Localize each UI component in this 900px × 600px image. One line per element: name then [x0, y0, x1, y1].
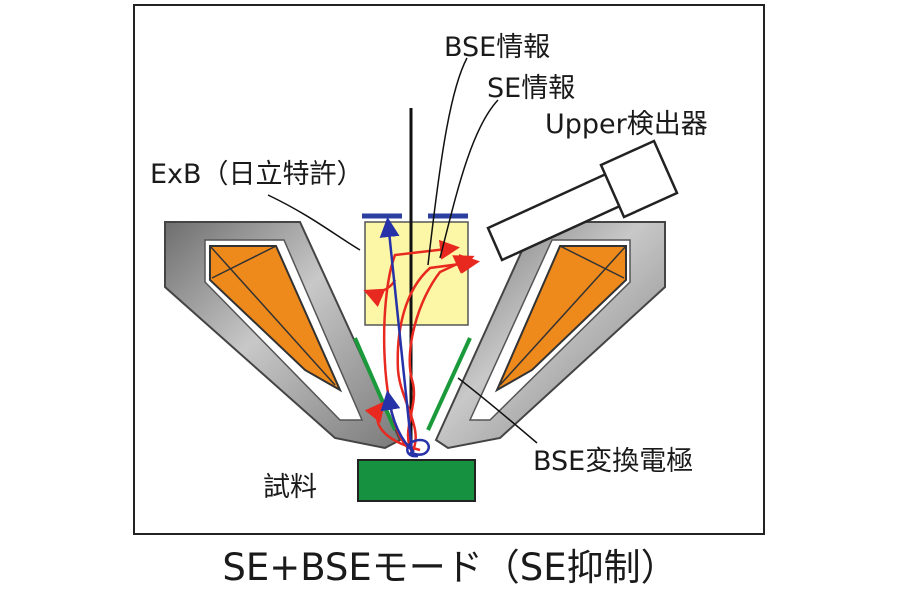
electrode-leader	[457, 377, 538, 444]
bse-electrode-left	[353, 337, 397, 431]
label-bse-info: BSE情報	[444, 32, 550, 63]
upper-detector	[486, 139, 679, 262]
label-exb: ExB（日立特許）	[150, 159, 364, 190]
exb-leader	[267, 194, 361, 251]
label-bse-conversion-electrode: BSE変換電極	[533, 446, 693, 477]
exb-filter-box	[364, 221, 469, 326]
trajectories	[363, 217, 480, 458]
se-trajectory-2	[396, 254, 480, 453]
bse-info-leader	[427, 57, 468, 266]
se-info-leader	[439, 99, 499, 259]
bse-trajectory-up	[379, 217, 414, 453]
label-upper-detector: Upper検出器	[545, 109, 708, 140]
left-coil	[209, 245, 343, 393]
right-coil	[494, 245, 627, 393]
label-se-info: SE情報	[487, 73, 575, 104]
bse-trajectory-side	[380, 390, 415, 453]
leader-lines	[267, 57, 538, 444]
label-sample: 試料	[263, 472, 317, 503]
sample-block	[357, 459, 476, 502]
caption: SE+BSEモード（SE抑制）	[222, 546, 677, 589]
bse-electrode-right	[426, 337, 472, 431]
bse-trajectory-loop	[406, 438, 430, 458]
